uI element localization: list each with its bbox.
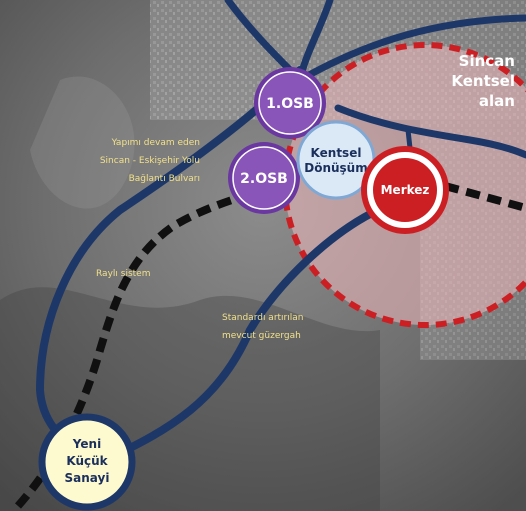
sincan-area-line2: Kentsel bbox=[451, 72, 515, 90]
osb2-fill bbox=[232, 146, 296, 210]
urban-transformation-line2: Dönüşüm bbox=[304, 161, 367, 175]
osb1-label: 1.OSB bbox=[266, 96, 314, 112]
sincan-area-label: Sincan Kentsel alan bbox=[451, 52, 515, 110]
small-industry-fill bbox=[38, 413, 136, 511]
upgraded-route-line1: Standardı artırılan bbox=[222, 313, 303, 323]
sincan-area-line3: alan bbox=[479, 92, 515, 110]
node-osb1[interactable]: 1.OSB bbox=[254, 67, 326, 139]
node-urban-transformation[interactable]: Kentsel Dönüşüm bbox=[296, 120, 376, 200]
ridge-shading bbox=[30, 76, 135, 209]
road-west-loop bbox=[35, 66, 304, 456]
road-east-arc bbox=[334, 104, 526, 159]
osb1-fill bbox=[258, 71, 322, 135]
small-industry-line1: Yeni bbox=[72, 437, 101, 451]
upgraded-route-line2: mevcut güzergah bbox=[222, 331, 301, 341]
road-standard-upgraded bbox=[101, 209, 376, 464]
node-osb2[interactable]: 2.OSB bbox=[228, 142, 300, 214]
rail-label: Raylı sistem bbox=[96, 269, 150, 279]
small-industry-line3: Sanayi bbox=[65, 471, 110, 485]
boulevard-note-line3: Bağlantı Bulvarı bbox=[129, 174, 200, 184]
road-east-spur bbox=[405, 127, 413, 151]
osb2-label: 2.OSB bbox=[240, 171, 288, 187]
boulevard-note-line1: Yapımı devam eden bbox=[111, 138, 200, 148]
upgraded-route-note: Standardı artırılan mevcut güzergah bbox=[222, 313, 303, 341]
rail-line-east bbox=[443, 182, 526, 212]
boulevard-note-line2: Sincan - Eskişehir Yolu bbox=[100, 156, 200, 166]
road-northeast bbox=[296, 14, 526, 84]
small-industry-line2: Küçük bbox=[66, 454, 108, 468]
boulevard-note: Yapımı devam eden Sincan - Eskişehir Yol… bbox=[100, 138, 200, 184]
node-merkez[interactable]: Merkez bbox=[361, 146, 449, 234]
urban-transformation-line1: Kentsel bbox=[311, 146, 362, 160]
merkez-label: Merkez bbox=[381, 183, 430, 197]
sincan-area-line1: Sincan bbox=[459, 52, 515, 70]
node-small-industry[interactable]: Yeni Küçük Sanayi bbox=[38, 413, 136, 511]
merkez-fill bbox=[371, 156, 439, 224]
